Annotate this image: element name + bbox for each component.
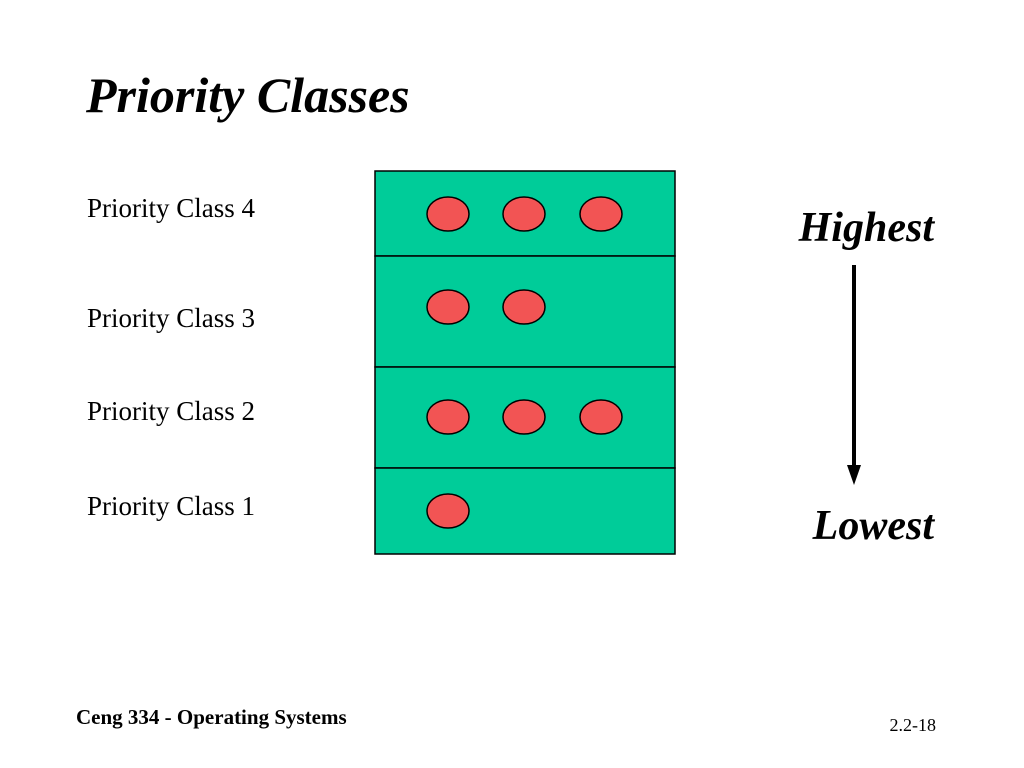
priority-class-row: [374, 467, 676, 555]
priority-queue-diagram: [374, 170, 676, 555]
priority-class-label: Priority Class 2: [87, 396, 256, 426]
process-circle: [579, 399, 623, 435]
process-circle: [426, 196, 470, 232]
process-circle: [426, 399, 470, 435]
priority-class-label: Priority Class 1: [87, 491, 256, 521]
page-number: 2.2-18: [889, 715, 937, 735]
priority-class-label: Priority Class 4: [87, 193, 256, 223]
lowest-label: Lowest: [812, 503, 934, 549]
course-footer: Ceng 334 - Operating Systems: [76, 705, 347, 729]
highest-label: Highest: [798, 205, 934, 251]
priority-class-label: Priority Class 3: [87, 303, 256, 333]
slide-title: Priority Classes: [86, 67, 410, 123]
process-circle: [426, 289, 470, 325]
down-arrow-icon: [847, 265, 861, 485]
process-circle: [579, 196, 623, 232]
process-circle: [502, 289, 546, 325]
process-circle: [502, 399, 546, 435]
process-circle: [502, 196, 546, 232]
process-circle: [426, 493, 470, 529]
